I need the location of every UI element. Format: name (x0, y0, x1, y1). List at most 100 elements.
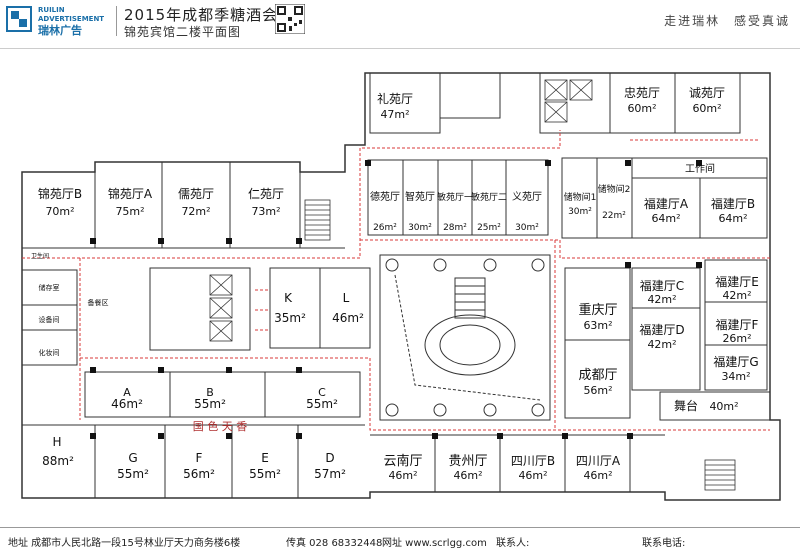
room-h-area: 88m² (42, 454, 74, 468)
room-minyuan-2-name: 敏苑厅二 (471, 191, 507, 203)
room-equipment: 设备间 (39, 315, 60, 324)
room-jinyuan-a-area: 75m² (115, 205, 144, 218)
room-jinyuan-b-name: 锦苑厅B (38, 187, 82, 201)
staircase-icon (304, 199, 736, 491)
brand-en-line1: RUILIN (38, 6, 65, 14)
footer-fax: 传真 028 68332448 (286, 538, 383, 549)
room-storage-2-area: 22m² (602, 211, 626, 221)
room-renyuan-area: 73m² (251, 205, 280, 218)
room-stage-name: 舞台 (674, 398, 698, 413)
room-l-name: L (343, 291, 350, 305)
room-sichuan-a-name: 四川厅A (576, 454, 621, 468)
room-zhongyuan-name: 忠苑厅 (624, 86, 660, 100)
ruilin-logo-icon (6, 6, 32, 32)
outer-walls (21, 72, 781, 501)
room-fujian-f-name: 福建厅F (716, 317, 759, 332)
room-fujian-g-name: 福建厅G (713, 354, 758, 369)
room-chengyuan-name: 诚苑厅 (689, 86, 725, 100)
atrium-columns (385, 258, 545, 417)
room-b-area: 55m² (194, 397, 226, 411)
room-g-name: G (128, 451, 137, 465)
room-fujian-d-area: 42m² (647, 338, 676, 351)
room-f-area: 56m² (183, 467, 215, 481)
room-guizhou-area: 46m² (453, 469, 482, 482)
room-storage-room: 储存室 (39, 283, 60, 292)
room-fujian-a-name: 福建厅A (644, 196, 689, 211)
page-title: 2015年成都季糖酒会 (124, 6, 279, 24)
page-subtitle: 锦苑宾馆二楼平面图 (124, 25, 242, 39)
footer-website: 网址 www.scrlgg.com (382, 538, 487, 549)
room-k-area: 35m² (274, 311, 306, 325)
room-e-name: E (261, 451, 269, 465)
room-chongqing-area: 63m² (583, 319, 612, 332)
room-minyuan-2-area: 25m² (477, 223, 501, 233)
room-yunnan-area: 46m² (388, 469, 417, 482)
room-yiyuan-area: 30m² (515, 223, 539, 233)
room-renyuan-name: 仁苑厅 (248, 187, 284, 201)
room-l-area: 46m² (332, 311, 364, 325)
room-minyuan-1-area: 28m² (443, 223, 467, 233)
room-fujian-e-area: 42m² (722, 289, 751, 302)
room-minyuan-1-name: 敏苑厅一 (437, 191, 473, 203)
room-fujian-a-area: 64m² (651, 212, 680, 225)
room-restroom: 卫生间 (31, 252, 49, 260)
footer-address: 地址 成都市人民北路一段15号林业厅天力商务楼6楼 (8, 538, 241, 549)
room-ruyuan-name: 儒苑厅 (178, 187, 214, 201)
footer-phone: 联系电话: (642, 538, 686, 549)
room-yunnan-name: 云南厅 (383, 453, 422, 469)
room-sichuan-b-area: 46m² (518, 469, 547, 482)
room-sichuan-b-name: 四川厅B (511, 454, 555, 468)
qr-code-icon (275, 4, 305, 34)
room-f-name: F (196, 451, 203, 465)
header-divider (116, 6, 117, 36)
room-d-area: 57m² (314, 467, 346, 481)
room-chengyuan-area: 60m² (692, 102, 721, 115)
room-h-name: H (52, 435, 61, 449)
brand-name: RUILIN ADVERTISEMENT 瑞林广告 (38, 6, 104, 38)
room-jinyuan-a-name: 锦苑厅A (108, 187, 153, 201)
room-chengdu-name: 成都厅 (578, 368, 617, 383)
columns (90, 160, 702, 439)
room-k-name: K (284, 291, 293, 305)
room-fujian-e-name: 福建厅E (715, 274, 759, 289)
room-fujian-f-area: 26m² (722, 332, 751, 345)
room-deyuan-name: 德苑厅 (370, 190, 400, 203)
room-prep-area: 备餐区 (88, 298, 109, 307)
room-fujian-b-name: 福建厅B (711, 196, 755, 211)
room-sichuan-a-area: 46m² (583, 469, 612, 482)
evacuation-routes (22, 130, 770, 431)
room-stage-area: 40m² (709, 400, 738, 413)
room-deyuan-area: 26m² (373, 223, 397, 233)
brand-en-line2: ADVERTISEMENT (38, 15, 105, 23)
room-guose-tianxiang: 国 色 天 香 (193, 419, 248, 433)
room-liyuan-area: 47m² (380, 108, 409, 121)
spiral-staircase-icon (394, 274, 541, 401)
room-zhiyuan-area: 30m² (408, 223, 432, 233)
elevator-icon (209, 79, 593, 342)
brand-cn: 瑞林广告 (38, 24, 82, 37)
room-fujian-b-area: 64m² (718, 212, 747, 225)
room-zhongyuan-area: 60m² (627, 102, 656, 115)
room-makeup: 化妆间 (39, 348, 60, 357)
room-fujian-g-area: 34m² (721, 370, 750, 383)
room-fujian-c-name: 福建厅C (640, 278, 684, 293)
room-b-name: B (206, 386, 214, 399)
floor-plan: 礼苑厅 47m² 忠苑厅 60m² 诚苑厅 60m² 锦苑厅B 70m² 锦苑厅… (21, 72, 781, 501)
room-d-name: D (325, 451, 334, 465)
room-storage-1-name: 储物间1 (564, 191, 597, 203)
room-g-area: 55m² (117, 467, 149, 481)
room-liyuan-name: 礼苑厅 (377, 91, 413, 106)
room-a-name: A (123, 386, 131, 399)
room-storage-1-area: 30m² (568, 207, 592, 217)
footer-contact: 联系人: (496, 538, 530, 549)
room-c-name: C (318, 386, 326, 399)
interior-walls (21, 72, 771, 498)
room-guizhou-name: 贵州厅 (448, 454, 487, 469)
room-zhiyuan-name: 智苑厅 (405, 190, 435, 203)
room-fujian-d-name: 福建厅D (639, 322, 684, 337)
room-work-room: 工作间 (685, 162, 715, 175)
slogan: 走进瑞林 感受真诚 (664, 14, 790, 28)
room-jinyuan-b-area: 70m² (45, 205, 74, 218)
room-ruyuan-area: 72m² (181, 205, 210, 218)
room-chengdu-area: 56m² (583, 384, 612, 397)
